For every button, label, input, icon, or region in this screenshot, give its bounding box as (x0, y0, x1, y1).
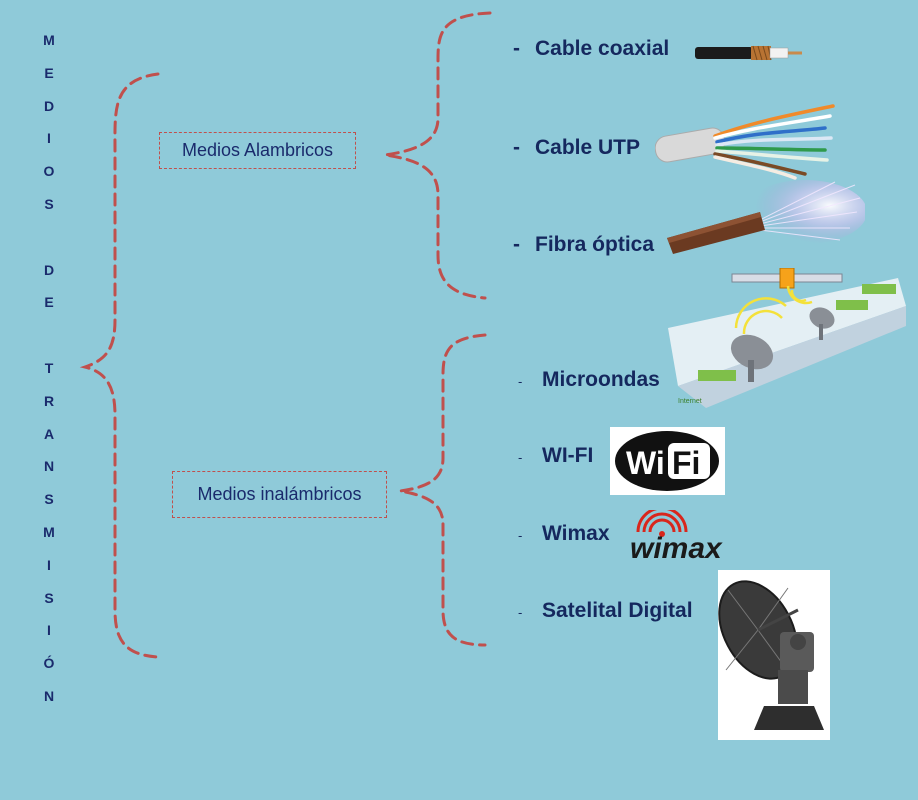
item-wifi: -WI-FI (518, 444, 593, 468)
wired-media-label: Medios Alambricos (182, 140, 333, 161)
item-utp: -Cable UTP (513, 136, 640, 160)
wimax-text: wimax (630, 532, 723, 565)
item-microwave: -Microondas (518, 368, 660, 392)
item-dash: - (518, 374, 542, 389)
wireless-media-label: Medios inalámbricos (197, 484, 361, 505)
item-dash: - (513, 136, 535, 160)
item-label: Wimax (542, 522, 610, 545)
item-dash: - (513, 233, 535, 257)
fiber-optic-icon (665, 180, 865, 255)
item-label: Fibra óptica (535, 233, 654, 256)
item-satellite: -Satelital Digital (518, 599, 693, 623)
item-label: Microondas (542, 368, 660, 391)
item-coaxial: -Cable coaxial (513, 37, 669, 61)
microwave-network-icon: Internet (666, 268, 908, 410)
item-label: Cable coaxial (535, 37, 669, 60)
wired-media-box: Medios Alambricos (159, 132, 356, 169)
wired-brace (385, 13, 490, 298)
item-dash: - (518, 605, 542, 620)
wifi-logo-icon: Wi Fi (610, 427, 725, 495)
internet-label: Internet (678, 398, 702, 405)
utp-cable-icon (655, 98, 837, 180)
item-label: WI-FI (542, 444, 593, 467)
wifi-wi-text: Wi (626, 445, 665, 481)
item-label: Cable UTP (535, 136, 640, 159)
item-dash: - (518, 528, 542, 543)
wireless-brace (400, 335, 485, 645)
item-label: Satelital Digital (542, 599, 693, 622)
wireless-media-box: Medios inalámbricos (172, 471, 387, 518)
main-brace (85, 74, 158, 657)
coaxial-cable-icon (695, 38, 807, 68)
item-wimax: -Wimax (518, 522, 610, 546)
item-fiber: -Fibra óptica (513, 233, 654, 257)
satellite-dish-icon (718, 570, 830, 740)
wimax-logo-icon: wimax (628, 510, 740, 568)
wifi-fi-text: Fi (672, 445, 700, 481)
item-dash: - (513, 37, 535, 61)
item-dash: - (518, 450, 542, 465)
